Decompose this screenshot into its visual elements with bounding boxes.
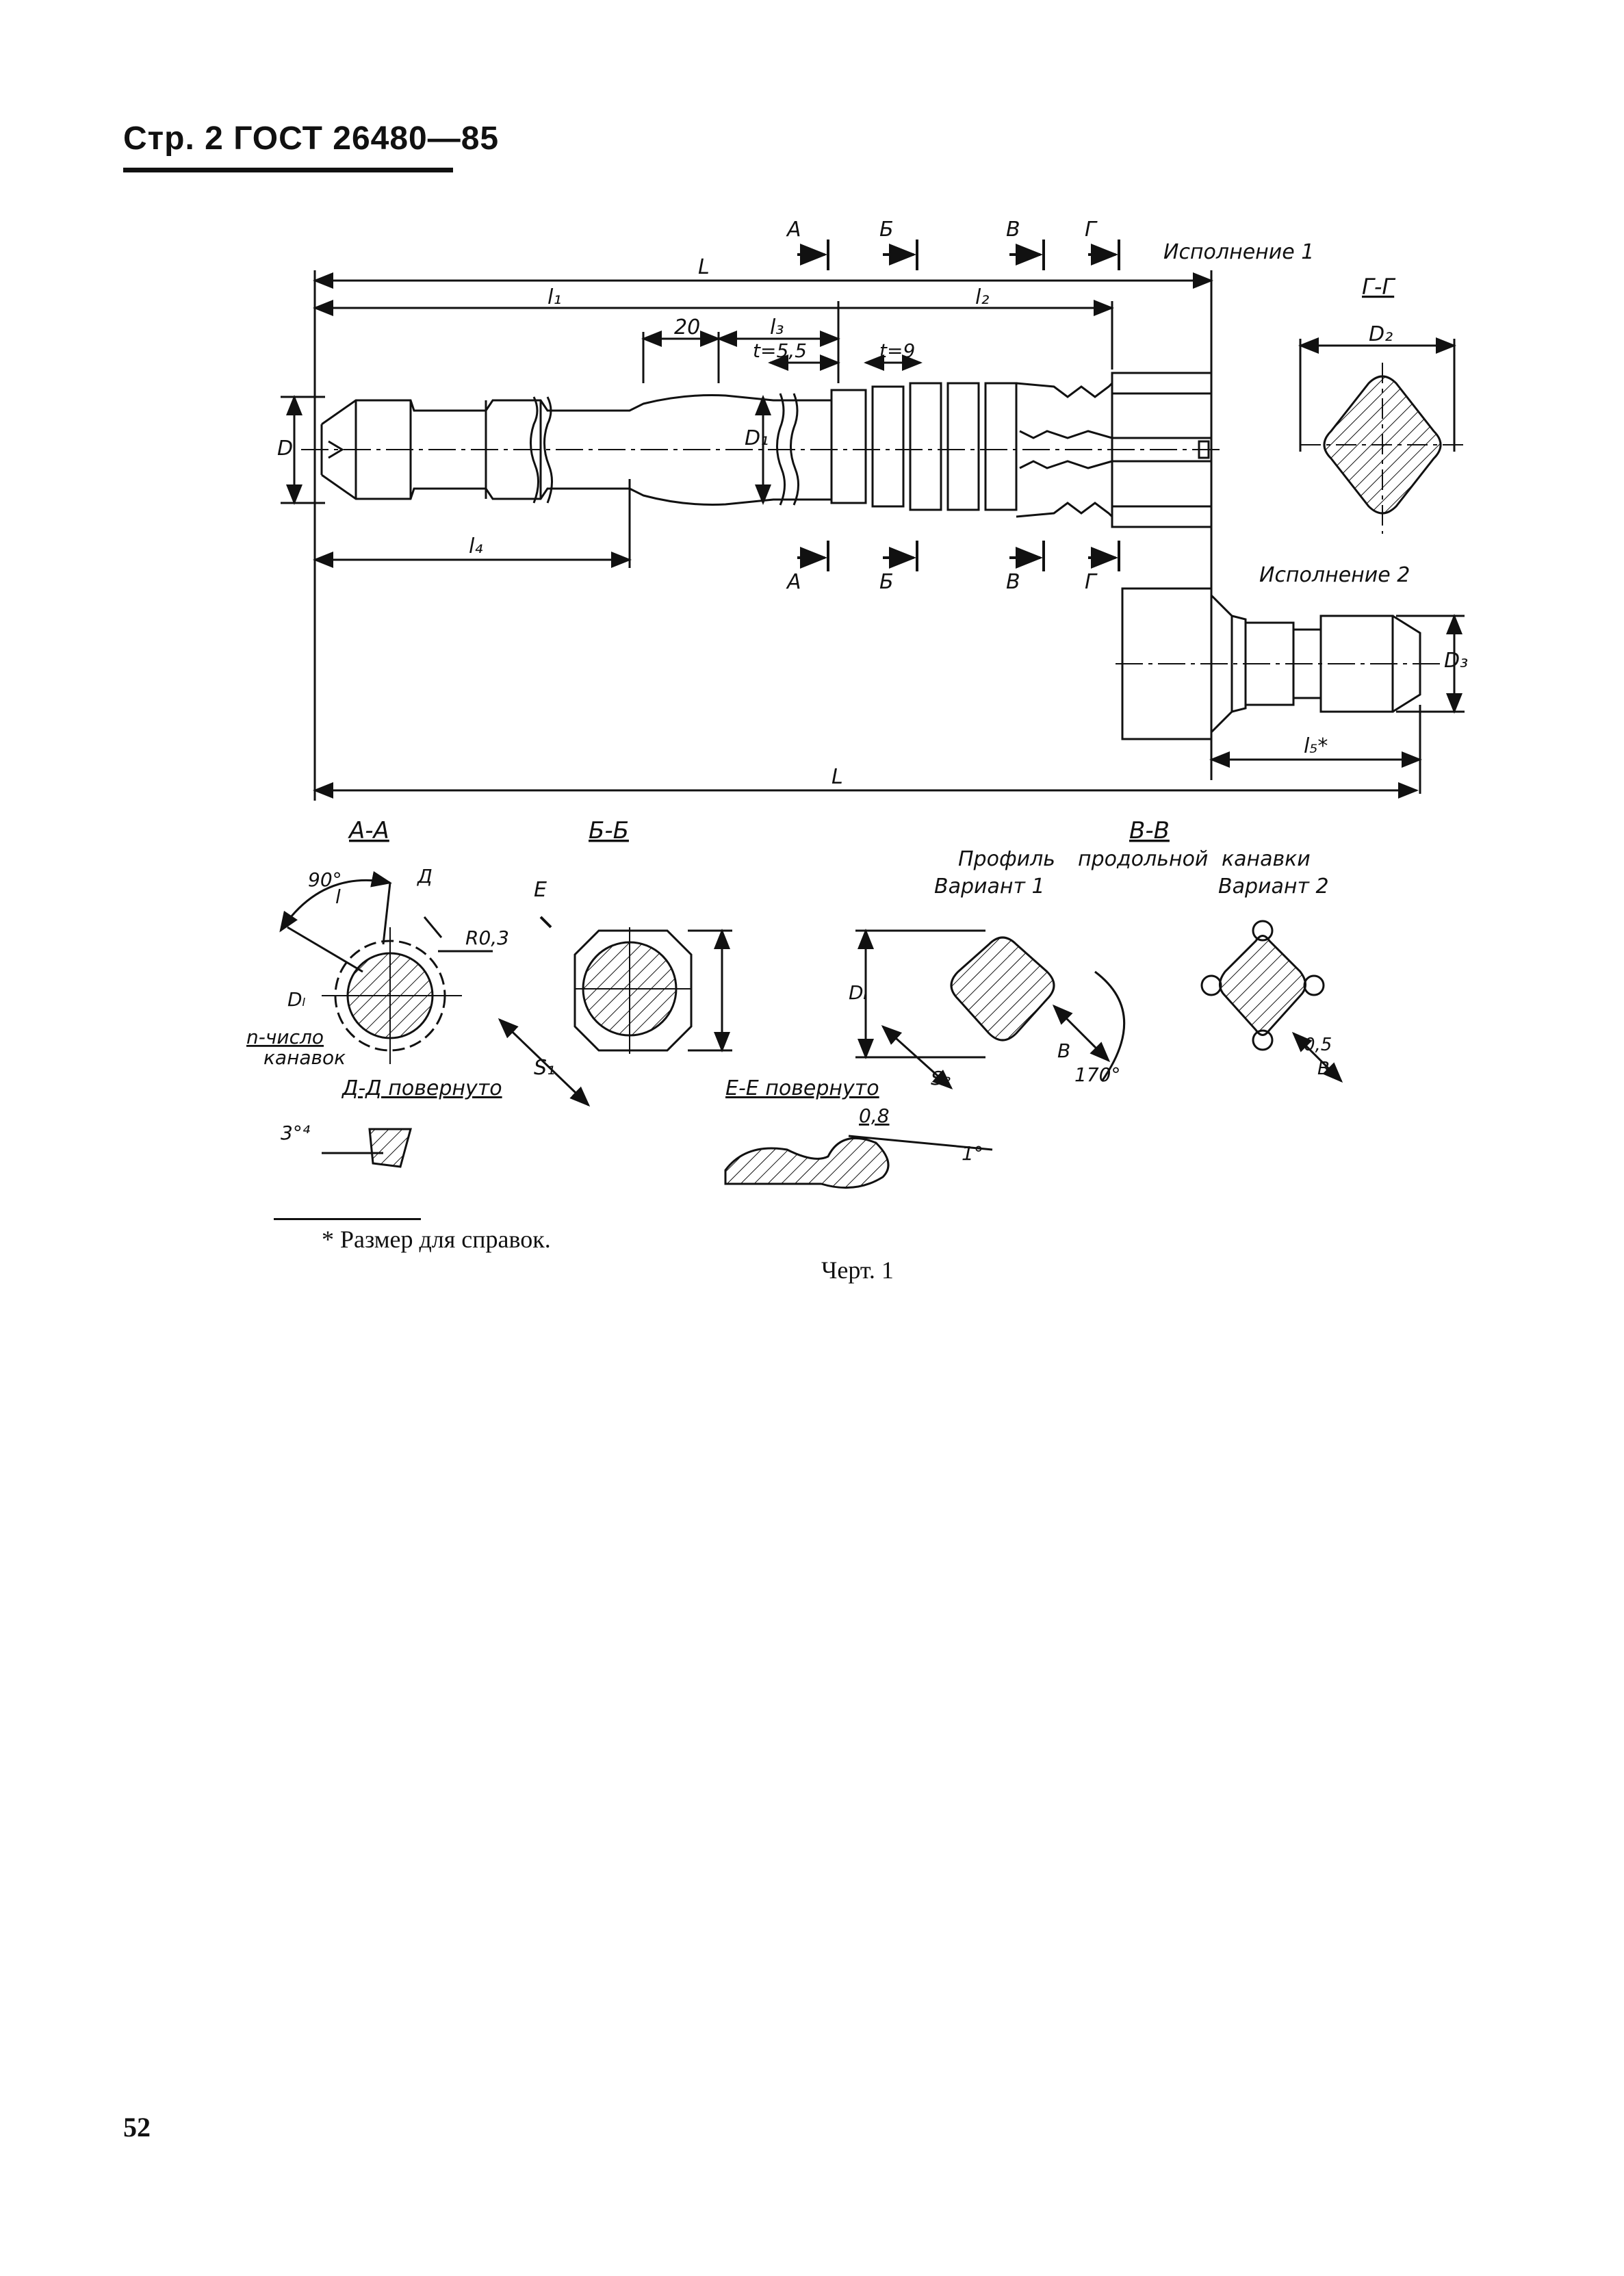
label-variant-1: Вариант 1 bbox=[934, 875, 1045, 898]
dim-D1: D₁ bbox=[745, 426, 769, 450]
angle-1: 1° bbox=[962, 1142, 983, 1165]
page-label: Стр. 2 bbox=[123, 120, 224, 157]
label-n-count-1: n-число bbox=[246, 1026, 324, 1048]
cut-mark-g-top: Г bbox=[1085, 218, 1098, 242]
cut-mark-b-bottom: Б bbox=[879, 570, 894, 594]
label-05: 0,5 bbox=[1304, 1035, 1332, 1055]
label-dl-vv: Dₗ bbox=[849, 981, 867, 1004]
label-variant-2: Вариант 2 bbox=[1218, 875, 1329, 898]
section-dd-title: Д-Д повернуто bbox=[341, 1076, 502, 1100]
label-b-2: B bbox=[1317, 1059, 1330, 1079]
angle-90: 90° bbox=[308, 868, 342, 891]
label-profile-3: канавки bbox=[1222, 847, 1311, 871]
cut-mark-a-bottom: А bbox=[786, 570, 801, 594]
label-profile-1: Профиль bbox=[958, 847, 1055, 871]
main-view bbox=[281, 270, 1419, 801]
dim-t1: t=5,5 bbox=[753, 339, 807, 362]
cut-mark-v-top: В bbox=[1006, 218, 1020, 242]
dim-L-top: L bbox=[698, 255, 710, 279]
section-gg bbox=[1298, 337, 1465, 534]
dim-l4: l₄ bbox=[469, 534, 482, 558]
label-profile-2: продольной bbox=[1078, 847, 1208, 871]
cut-mark-v-bottom: В bbox=[1006, 570, 1020, 594]
dim-l2: l₂ bbox=[975, 285, 989, 309]
label-s2: S₂ bbox=[931, 1067, 951, 1089]
dim-l3: l₃ bbox=[770, 315, 784, 339]
variant-2-label: Исполнение 2 bbox=[1259, 563, 1410, 587]
page-header: Стр. 2 ГОСТ 26480—85 bbox=[123, 120, 499, 157]
cut-mark-a-top: А bbox=[786, 218, 801, 242]
section-bb-title: Б-Б bbox=[589, 817, 629, 844]
label-b: B bbox=[1057, 1039, 1070, 1062]
label-l: l bbox=[335, 885, 341, 908]
footnote-rule bbox=[274, 1218, 421, 1220]
section-bb bbox=[498, 916, 732, 1107]
footnote: * Размер для справок. bbox=[322, 1226, 551, 1253]
section-aa-title: А-А bbox=[348, 817, 389, 844]
dim-l1: l₁ bbox=[547, 285, 561, 309]
label-dl: Dₗ bbox=[287, 988, 306, 1011]
label-s1: S₁ bbox=[534, 1056, 555, 1080]
dim-20: 20 bbox=[674, 315, 700, 339]
label-08: 0,8 bbox=[859, 1104, 890, 1127]
cut-mark-b-top: Б bbox=[879, 218, 894, 242]
variant-2-view bbox=[1116, 587, 1465, 794]
cut-mark-g-bottom: Г bbox=[1085, 570, 1098, 594]
figure-caption: Черт. 1 bbox=[821, 1256, 894, 1284]
section-ee-title: Е-Е повернуто bbox=[725, 1076, 879, 1100]
dim-D2: D₂ bbox=[1369, 322, 1393, 346]
section-vv bbox=[855, 920, 1343, 1090]
label-r03: R0,3 bbox=[465, 927, 509, 949]
section-vv-title: В-В bbox=[1129, 817, 1170, 844]
angle-170: 170° bbox=[1074, 1063, 1120, 1086]
drawing-labels: Исполнение 1 Исполнение 2 L l₁ l₂ 20 l₃ … bbox=[246, 218, 1468, 1165]
dim-D3: D₃ bbox=[1444, 649, 1468, 673]
section-gg-title: Г-Г bbox=[1362, 274, 1395, 300]
section-aa bbox=[279, 870, 493, 1064]
standard-number: ГОСТ 26480—85 bbox=[233, 120, 500, 157]
dim-t2: t=9 bbox=[879, 339, 915, 362]
label-d: Д bbox=[416, 865, 433, 888]
variant-1-label: Исполнение 1 bbox=[1163, 240, 1314, 264]
dim-l5: l₅* bbox=[1304, 734, 1328, 758]
dim-L-bottom: L bbox=[832, 765, 843, 789]
header-underline bbox=[123, 168, 453, 172]
section-cut-marks bbox=[797, 240, 1120, 571]
label-e: Е bbox=[534, 878, 547, 902]
page-number: 52 bbox=[123, 2112, 151, 2143]
detail-views bbox=[322, 1128, 993, 1189]
angle-3: 3°⁴ bbox=[281, 1122, 310, 1144]
label-n-count-2: канавок bbox=[263, 1046, 346, 1069]
dim-D: D bbox=[277, 437, 293, 461]
